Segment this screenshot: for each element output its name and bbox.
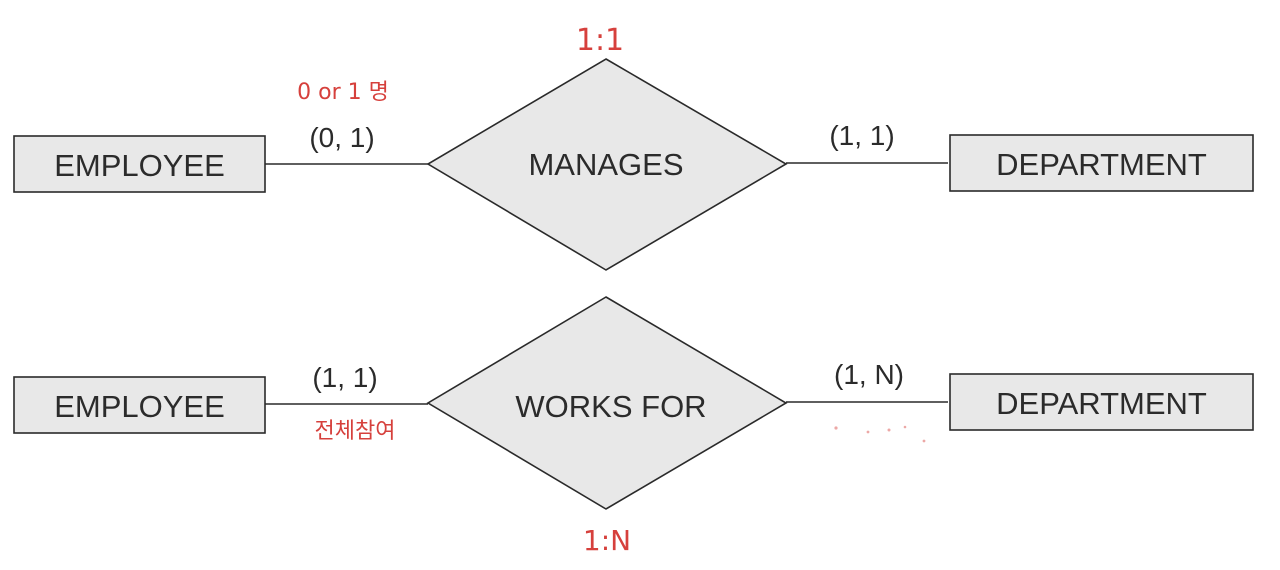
entity-employee-bottom — [13, 376, 266, 434]
annotation-zero-or-one: 0 or 1 명 — [297, 80, 389, 105]
entity-employee-bottom-label: EMPLOYEE — [54, 389, 225, 424]
entity-employee-top — [13, 135, 266, 193]
cardinality-department-manages: (1, 1) — [829, 120, 894, 151]
relationship-manages — [426, 58, 788, 271]
cardinality-department-works-for: (1, N) — [834, 359, 904, 390]
relationship-works-for-label: WORKS FOR — [515, 389, 706, 424]
annotation-erased-smudge — [834, 425, 926, 443]
entity-department-top-label: DEPARTMENT — [996, 147, 1207, 182]
manages-relationship-group: EMPLOYEE MANAGES DEPARTMENT (0, 1) (1, 1… — [13, 58, 1254, 271]
entity-department-bottom-label: DEPARTMENT — [996, 386, 1207, 421]
annotation-ratio-one-to-n: 1:N — [583, 524, 631, 557]
entity-department-top — [949, 134, 1254, 192]
cardinality-employee-works-for: (1, 1) — [312, 362, 377, 393]
relationship-works-for — [426, 296, 788, 510]
annotation-ratio-one-to-one: 1:1 — [576, 23, 624, 58]
entity-department-bottom — [949, 373, 1254, 431]
entity-employee-top-label: EMPLOYEE — [54, 148, 225, 183]
cardinality-employee-manages: (0, 1) — [309, 122, 374, 153]
relationship-manages-label: MANAGES — [528, 147, 683, 182]
annotation-total-participation: 전체참여 — [315, 419, 396, 444]
works-for-relationship-group: EMPLOYEE WORKS FOR DEPARTMENT (1, 1) (1,… — [13, 296, 1254, 510]
